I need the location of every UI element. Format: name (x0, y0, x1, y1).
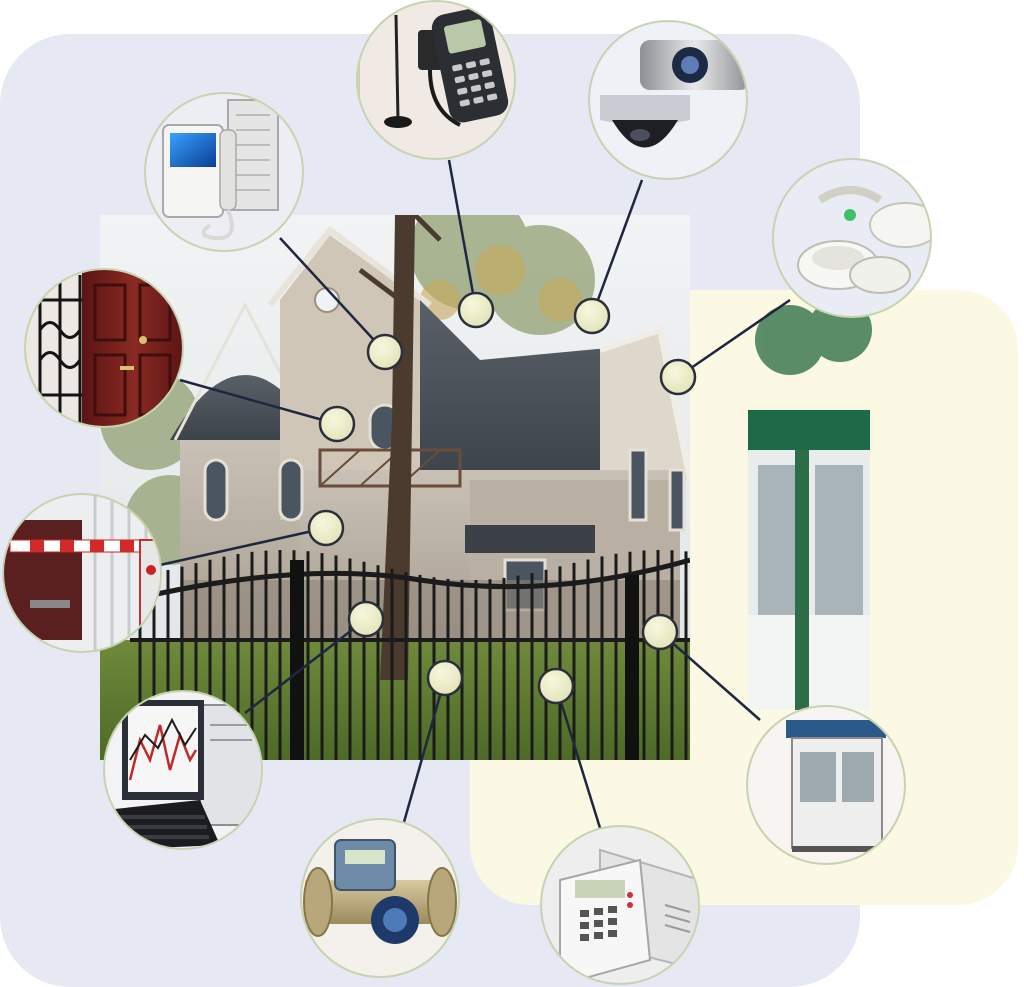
node-armored-door (318, 405, 356, 443)
device-heat-meter[interactable] (300, 818, 460, 978)
connector-ip-camera (590, 179, 644, 317)
connector-video-intercom (279, 237, 386, 353)
node-heat-meter (426, 659, 464, 697)
device-alarm-panel[interactable] (540, 825, 700, 985)
node-alarm-panel (537, 667, 575, 705)
device-guard-booth[interactable] (746, 705, 906, 865)
device-armored-door[interactable] (24, 268, 186, 430)
node-video-intercom (366, 333, 404, 371)
node-gsm-phone (457, 291, 495, 329)
connector-lines (159, 159, 791, 829)
device-monitoring-pc[interactable] (103, 690, 263, 850)
device-gsm-phone[interactable] (356, 0, 520, 160)
connector-smoke-detector (677, 298, 791, 379)
connector-guard-booth (659, 631, 761, 721)
video-intercom-icon (146, 94, 302, 250)
connector-monitoring-pc (244, 618, 367, 714)
device-smoke-detector[interactable] (770, 158, 940, 320)
device-ip-camera[interactable] (588, 20, 750, 180)
device-video-intercom[interactable] (144, 92, 304, 252)
alarm-keypad-icon (542, 827, 698, 983)
gsm-phone-icon (360, 2, 514, 158)
steel-door-icon (26, 270, 182, 426)
node-ip-camera (573, 297, 611, 335)
dome-camera-icon (590, 22, 746, 178)
house-scene (100, 215, 690, 760)
guard-post-photo (748, 298, 872, 710)
connector-gsm-phone (447, 159, 478, 311)
device-barrier-gate[interactable] (2, 493, 162, 653)
node-monitoring-pc (347, 600, 385, 638)
connector-nodes (307, 291, 697, 705)
connector-heat-meter (402, 677, 447, 823)
connector-barrier-gate (159, 526, 327, 567)
heat-meter-icon (302, 820, 458, 976)
smoke-detector-icon (774, 160, 930, 316)
connector-armored-door (179, 378, 338, 426)
connector-alarm-panel (554, 685, 602, 829)
node-smoke-detector (659, 358, 697, 396)
computer-icon (105, 692, 261, 848)
node-barrier-gate (307, 509, 345, 547)
guard-booth-icon (748, 707, 904, 863)
node-guard-booth (641, 613, 679, 651)
